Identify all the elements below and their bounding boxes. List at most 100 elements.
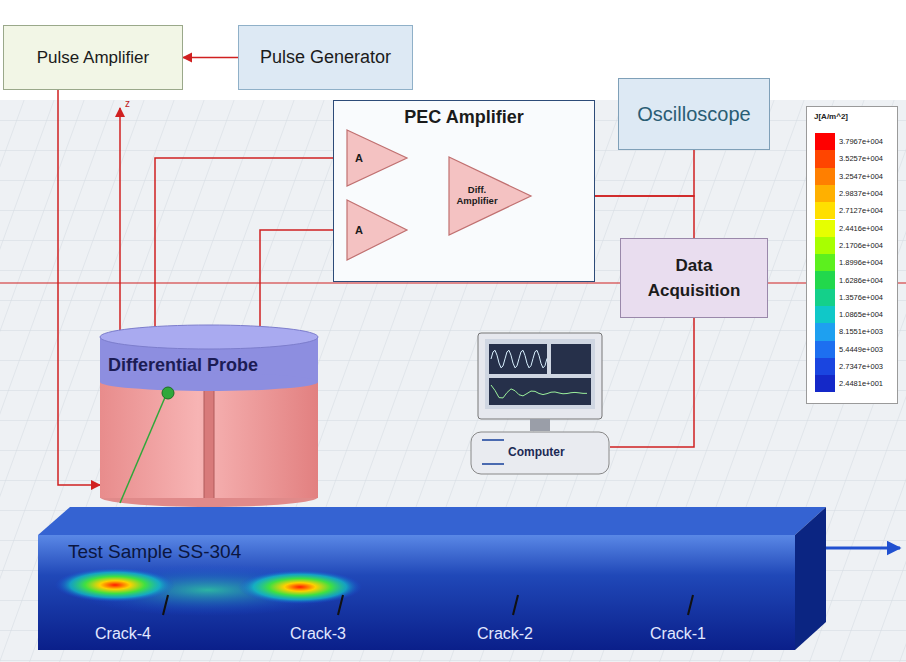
legend-swatch	[815, 271, 835, 288]
legend-row: 8.1551e+003	[815, 323, 883, 340]
node-text: A	[355, 152, 363, 164]
legend-value: 3.2547e+004	[839, 172, 883, 181]
node-text: Pulse Generator	[260, 47, 391, 68]
crack-label: Crack-3	[290, 625, 346, 643]
legend-swatch	[815, 168, 835, 185]
legend-swatch	[815, 220, 835, 237]
legend-value: 8.1551e+003	[839, 327, 883, 336]
legend-swatch	[815, 150, 835, 167]
generator-box: Pulse Generator	[238, 25, 413, 90]
monitor-stand	[530, 419, 550, 431]
crack-label: Crack-1	[650, 625, 706, 643]
oscilloscope-box: Oscilloscope	[618, 78, 770, 150]
amplifier-box: Pulse Amplifier	[3, 25, 183, 90]
node-text: Oscilloscope	[637, 103, 750, 126]
legend-row: 2.4481e+001	[815, 375, 883, 392]
daq-box: Data Acquisition	[620, 238, 768, 318]
legend-value: 1.6286e+004	[839, 276, 883, 285]
drive-slot	[482, 463, 504, 465]
amplifier-triangle: A	[346, 129, 408, 187]
probe-cap-rim	[100, 373, 318, 391]
node-text: Differential Probe	[108, 355, 258, 376]
legend-value: 2.4481e+001	[839, 379, 883, 388]
legend-row: 3.2547e+004	[815, 168, 883, 185]
legend-value: 1.0865e+004	[839, 310, 883, 319]
crack-label: Crack-2	[477, 625, 533, 643]
legend-row: 1.0865e+004	[815, 306, 883, 323]
sample-side-face	[795, 507, 826, 650]
node-text: Diff. Amplifier	[453, 185, 501, 207]
computer-base	[471, 432, 609, 474]
legend-row: 2.1706e+004	[815, 237, 883, 254]
legend-swatch	[815, 254, 835, 271]
legend-swatch	[815, 202, 835, 219]
legend-row: 2.4416e+004	[815, 220, 883, 237]
screen-panel	[489, 344, 547, 374]
monitor-bezel	[478, 333, 602, 419]
legend-row: 2.7127e+004	[815, 202, 883, 219]
legend-value: 1.3576e+004	[839, 293, 883, 302]
screen-panel	[551, 344, 591, 374]
legend-swatch	[815, 323, 835, 340]
scan-direction-arrow	[826, 547, 900, 550]
node-text: Pulse Amplifier	[37, 48, 149, 68]
legend-value: 1.8996e+004	[839, 258, 883, 267]
grid-ground	[0, 100, 906, 662]
axis-line	[0, 282, 906, 283]
signal-wire	[58, 90, 100, 485]
legend-value: 2.1706e+004	[839, 241, 883, 250]
triangle-outline	[347, 200, 407, 260]
sample-top-face	[38, 507, 826, 535]
node-text: A	[355, 224, 363, 236]
legend-row: 3.5257e+004	[815, 150, 883, 167]
screen-panel	[489, 378, 591, 405]
legend-swatch	[815, 237, 835, 254]
crack-mark	[513, 595, 518, 615]
legend-value: 2.7347e+003	[839, 362, 883, 371]
legend-row: 2.7347e+003	[815, 358, 883, 375]
legend-swatch	[815, 358, 835, 375]
legend-swatch	[815, 306, 835, 323]
crack-mark	[338, 595, 343, 615]
triangle-outline	[449, 157, 531, 235]
signal-wire	[183, 57, 238, 59]
legend-title: J[A/m^2]	[814, 112, 848, 121]
differential-amplifier: Diff. Amplifier	[448, 156, 532, 236]
sensor-lead	[120, 395, 166, 503]
axis-label: z	[125, 98, 130, 109]
eddy-current-hotspot	[238, 570, 362, 604]
legend-row: 1.6286e+004	[815, 271, 883, 288]
legend-panel: 3.7967e+004 3.5257e+004 3.2547e+004 2.9837e…	[806, 106, 898, 404]
crack-mark	[688, 595, 693, 615]
legend-value: 5.4449e+003	[839, 345, 883, 354]
legend-row: 1.3576e+004	[815, 289, 883, 306]
crack-mark	[163, 595, 168, 615]
node-text: PEC Amplifier	[404, 107, 523, 129]
legend-row: 3.7967e+004	[815, 133, 883, 150]
legend-value: 2.9837e+004	[839, 189, 883, 198]
probe-cap-top	[100, 325, 318, 349]
legend-swatch	[815, 289, 835, 306]
node-text: Computer	[508, 445, 565, 459]
signal-wire	[155, 158, 346, 329]
sample-front-face	[38, 535, 795, 650]
legend-value: 2.4416e+004	[839, 224, 883, 233]
screen-waveform	[491, 350, 547, 368]
legend-value: 3.7967e+004	[839, 137, 883, 146]
legend-value: 2.7127e+004	[839, 206, 883, 215]
differential-probe-outline	[100, 325, 318, 510]
node-text: Data Acquisition	[638, 253, 750, 304]
differential-probe: Differential Probe	[100, 325, 318, 510]
eddy-current-hotspot	[55, 568, 175, 602]
amplifier-group: PEC AmplifierA A Diff. Amplifier	[333, 100, 595, 282]
legend-row: 1.8996e+004	[815, 254, 883, 271]
legend-row: 5.4449e+003	[815, 341, 883, 358]
node-text: Test Sample SS-304	[68, 541, 241, 563]
drive-slot	[482, 439, 504, 441]
computer-icon: Computer	[470, 333, 610, 475]
triangle-outline	[347, 130, 407, 186]
hall-sensor	[162, 387, 174, 399]
legend-swatch	[815, 133, 835, 150]
crack-label: Crack-4	[95, 625, 151, 643]
legend-swatch	[815, 341, 835, 358]
